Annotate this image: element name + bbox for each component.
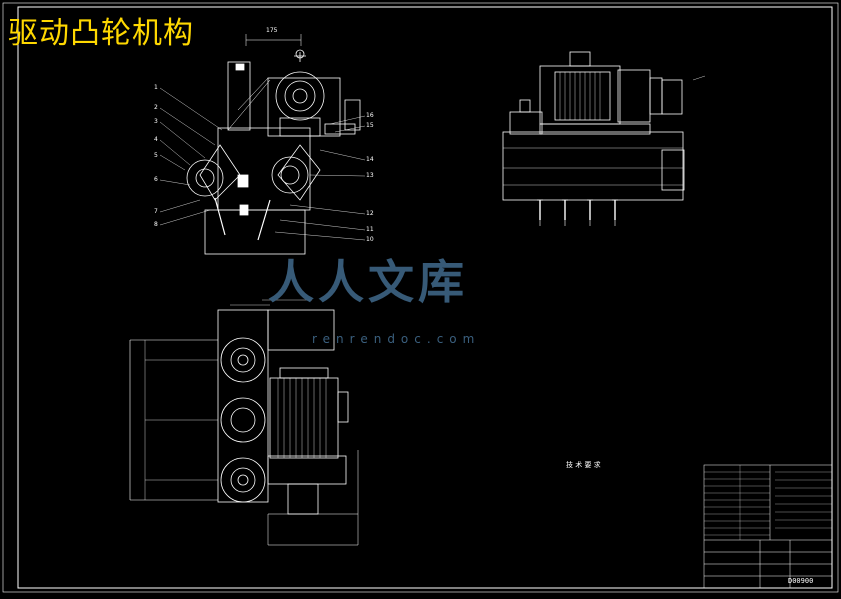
watermark-text: 人人文库 <box>268 255 468 309</box>
front-view <box>159 34 366 255</box>
watermark-url: renrendoc.com <box>312 332 481 346</box>
balloon-label: 15 <box>366 122 374 129</box>
tech-requirements-title: 技 术 要 求 <box>566 461 601 469</box>
balloon-label: 16 <box>366 112 374 119</box>
drawing-title: 驱动凸轮机构 <box>8 16 194 51</box>
balloon-label: 1 <box>154 84 158 91</box>
balloon-label: 3 <box>154 118 158 125</box>
balloon-label: 8 <box>154 221 158 228</box>
balloon-label: 5 <box>154 152 158 159</box>
inner-border <box>17 6 833 589</box>
balloon-label: 11 <box>366 226 374 233</box>
balloon-label: 4 <box>154 136 158 143</box>
drawing-code: D00900 <box>788 577 814 585</box>
balloon-label: 7 <box>154 208 158 215</box>
balloon-label: 6 <box>154 176 158 183</box>
balloon-label: 12 <box>366 210 374 217</box>
dimension-label: 175 <box>266 27 278 34</box>
plan-view <box>129 299 359 546</box>
balloon-label: 14 <box>366 156 374 163</box>
balloon-label: 2 <box>154 104 158 111</box>
balloon-label: 10 <box>366 236 374 243</box>
balloon-label: 13 <box>366 172 374 179</box>
side-view <box>502 51 706 226</box>
title-block <box>703 464 833 589</box>
